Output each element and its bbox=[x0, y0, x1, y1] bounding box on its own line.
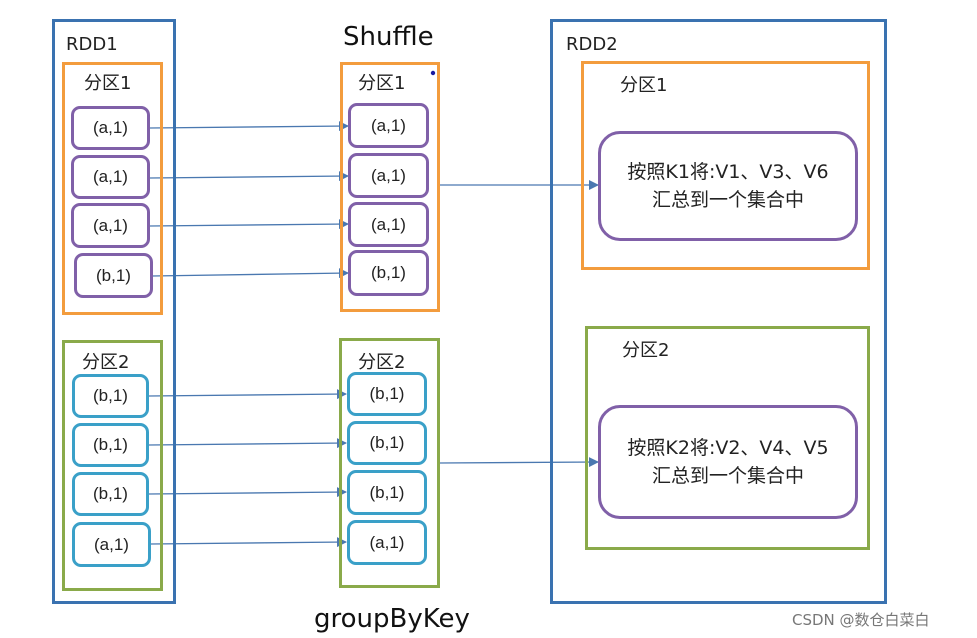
arrow-rdd1-p1-r1 bbox=[149, 121, 349, 132]
rdd1-p2-record-1: (b,1) bbox=[72, 374, 149, 418]
shuffle-p2-record-2: (b,1) bbox=[347, 421, 427, 465]
shuffle-partition-1 bbox=[340, 62, 440, 312]
shuffle-p2-record-3: (b,1) bbox=[347, 470, 427, 515]
arrow-rdd1-p2-r1 bbox=[148, 389, 347, 400]
rdd1-p2-record-2: (b,1) bbox=[72, 423, 149, 467]
shuffle-p1-record-2: (a,1) bbox=[348, 153, 429, 198]
shuffle-p2-record-1: (b,1) bbox=[347, 372, 427, 416]
rdd2-p2-result-line-1: 按照K2将:V2、V4、V5 bbox=[627, 437, 829, 459]
watermark: CSDN @数仓白菜白 bbox=[792, 611, 930, 629]
shuffle-p2-record-4: (a,1) bbox=[347, 520, 427, 565]
rdd2-partition-1-label: 分区1 bbox=[620, 75, 668, 96]
shuffle-partition-2-label: 分区2 bbox=[358, 352, 406, 373]
rdd1-p2-record-4: (a,1) bbox=[72, 522, 151, 567]
rdd2-p2-grouped-result: 按照K2将:V2、V4、V5 汇总到一个集合中 bbox=[598, 405, 858, 519]
rdd1-partition-1-label: 分区1 bbox=[84, 73, 132, 94]
shuffle-p1-record-3: (a,1) bbox=[348, 202, 429, 247]
arrow-rdd1-p2-r2 bbox=[148, 438, 347, 449]
stray-dot bbox=[430, 70, 436, 76]
rdd1-label: RDD1 bbox=[66, 34, 118, 55]
shuffle-title: Shuffle bbox=[343, 22, 434, 52]
rdd2-partition-2-label: 分区2 bbox=[622, 340, 670, 361]
rdd2-label: RDD2 bbox=[566, 34, 618, 55]
arrow-rdd1-p2-r3 bbox=[148, 487, 347, 498]
arrow-rdd1-p1-r2 bbox=[149, 171, 349, 182]
shuffle-p1-record-1: (a,1) bbox=[348, 103, 429, 148]
shuffle-partition-2 bbox=[339, 338, 440, 588]
rdd1-partition-2-label: 分区2 bbox=[82, 352, 130, 373]
rdd2-p2-result-line-2: 汇总到一个集合中 bbox=[651, 465, 804, 487]
operation-label: groupByKey bbox=[314, 604, 470, 634]
shuffle-partition-1-label: 分区1 bbox=[358, 73, 406, 94]
arrow-rdd1-p1-r4 bbox=[151, 268, 349, 279]
rdd1-partition-2 bbox=[62, 340, 163, 591]
arrow-rdd1-p2-r4 bbox=[150, 537, 347, 548]
arrow-shuffle-p2-to-rdd2 bbox=[439, 457, 599, 468]
rdd2-p1-grouped-result: 按照K1将:V1、V3、V6 汇总到一个集合中 bbox=[598, 131, 858, 241]
rdd2-p1-result-line-2: 汇总到一个集合中 bbox=[651, 189, 804, 211]
rdd1-p1-record-2: (a,1) bbox=[71, 155, 150, 199]
rdd1-p1-record-3: (a,1) bbox=[71, 203, 150, 248]
rdd2-partition-2 bbox=[585, 326, 870, 550]
rdd2-container bbox=[550, 19, 887, 604]
rdd1-partition-1 bbox=[62, 62, 163, 315]
shuffle-p1-record-4: (b,1) bbox=[348, 250, 429, 296]
rdd1-container bbox=[52, 19, 176, 604]
arrow-rdd1-p1-r3 bbox=[149, 219, 349, 230]
rdd1-p1-record-1: (a,1) bbox=[71, 106, 150, 150]
rdd1-p1-record-4: (b,1) bbox=[74, 253, 153, 298]
rdd2-partition-1 bbox=[581, 61, 870, 270]
rdd1-p2-record-3: (b,1) bbox=[72, 472, 149, 516]
rdd2-p1-result-line-1: 按照K1将:V1、V3、V6 bbox=[627, 161, 829, 183]
